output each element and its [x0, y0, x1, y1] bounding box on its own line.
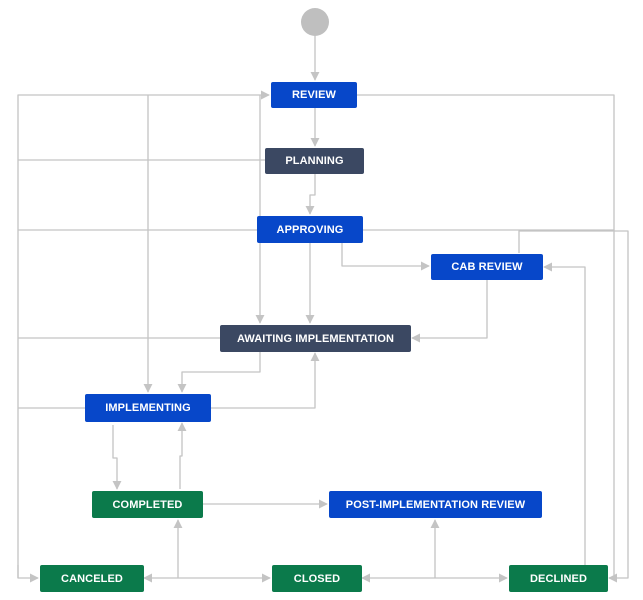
node-implementing[interactable]: IMPLEMENTING	[85, 394, 211, 422]
node-completed[interactable]: COMPLETED	[92, 491, 203, 518]
edge-cab-declined	[518, 230, 629, 583]
edge-awaiting-implementing	[177, 352, 261, 393]
edge-implementing-completed	[112, 425, 122, 490]
edge-declined-cab	[543, 262, 586, 565]
edge-cab-awaiting	[411, 280, 488, 343]
node-canceled[interactable]: CANCELED	[40, 565, 144, 592]
edge-planning-approving	[305, 174, 316, 215]
node-awaiting-implementation[interactable]: AWAITING IMPLEMENTATION	[220, 325, 411, 352]
node-cab-review[interactable]: CAB REVIEW	[431, 254, 543, 280]
edge-completed-implementing	[177, 422, 187, 489]
edge-completed-closed	[173, 519, 271, 583]
node-post-implementation-review[interactable]: POST-IMPLEMENTATION REVIEW	[329, 491, 542, 518]
edge-left-review	[17, 94, 148, 578]
node-closed[interactable]: CLOSED	[272, 565, 362, 592]
edge-review-declined	[356, 94, 615, 578]
start-node	[301, 8, 329, 36]
node-planning[interactable]: PLANNING	[265, 148, 364, 174]
node-declined[interactable]: DECLINED	[509, 565, 608, 592]
node-review[interactable]: REVIEW	[271, 82, 357, 108]
edge-implementing-awaiting	[211, 352, 320, 409]
edge-approving-cab	[341, 243, 430, 271]
node-approving[interactable]: APPROVING	[257, 216, 363, 243]
edge-left-canceled	[17, 565, 39, 583]
